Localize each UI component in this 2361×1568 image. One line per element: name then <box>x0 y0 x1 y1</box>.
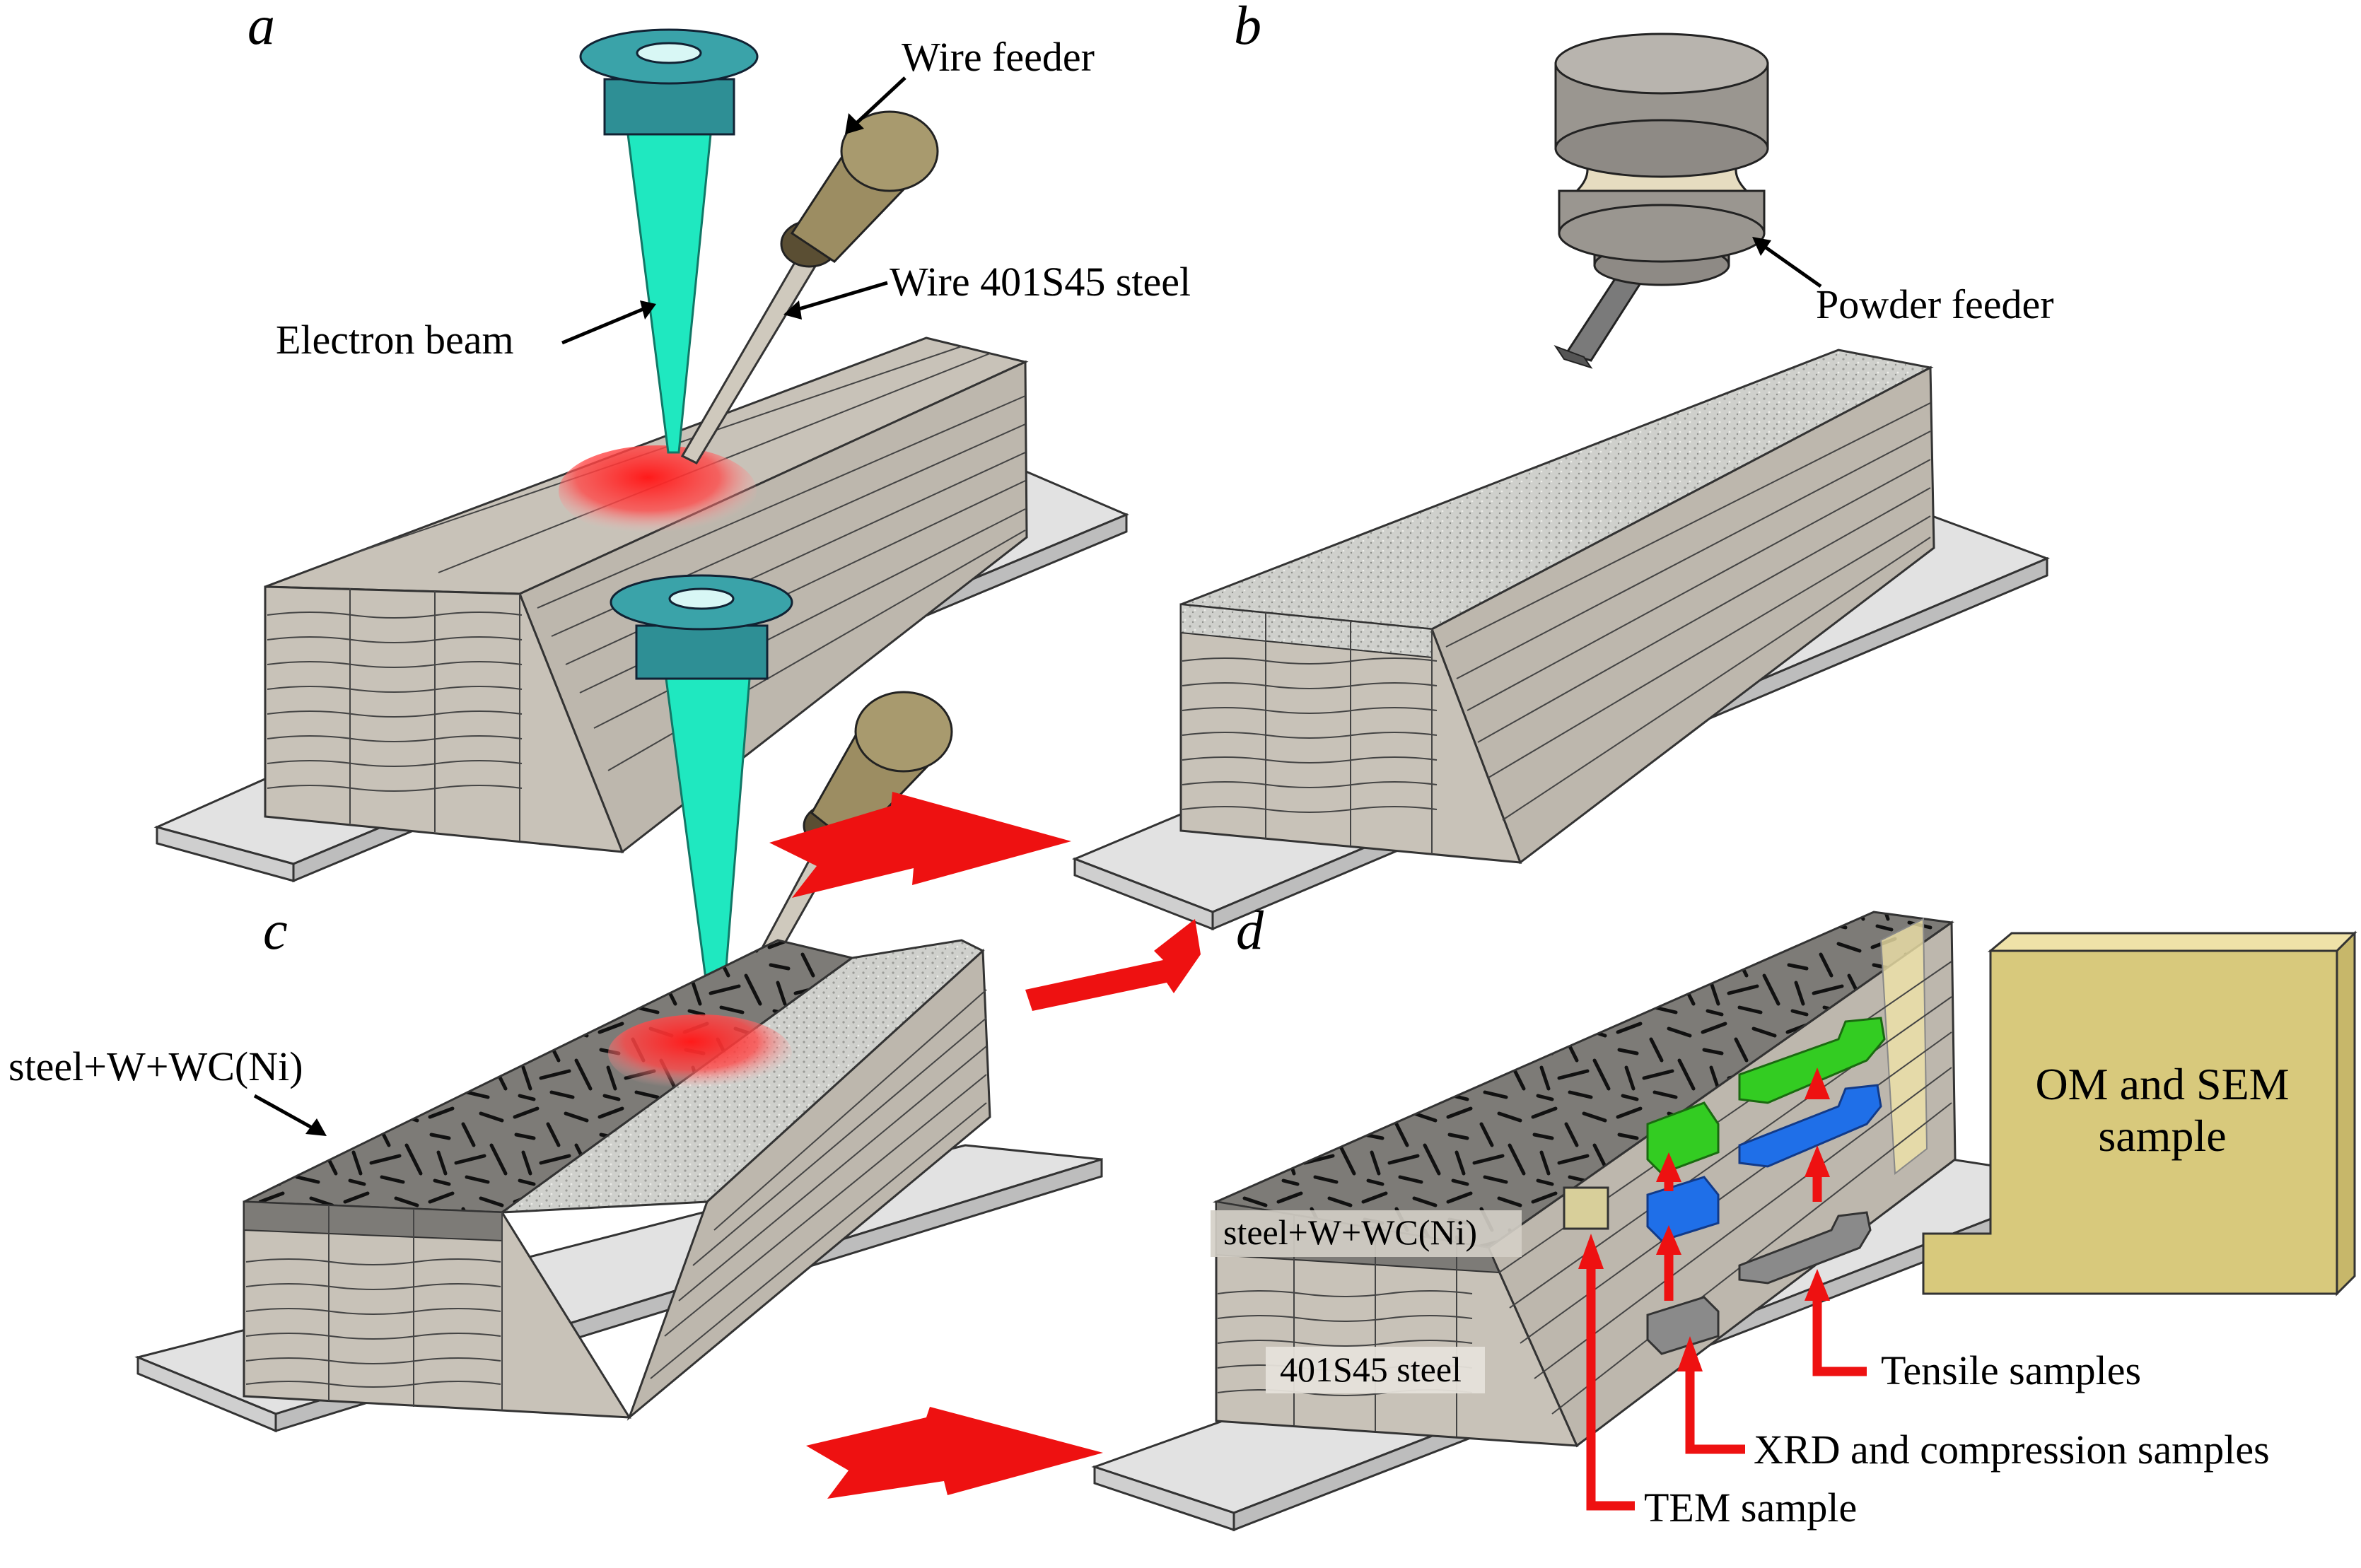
arrow-b-to-c <box>1025 919 1201 1011</box>
wire-feeder-label: Wire feeder <box>902 34 1095 80</box>
panel-letter-b: b <box>1234 0 1261 56</box>
panel-a: a Wire feeder Wire 401S45 steel Electron… <box>153 0 1191 883</box>
wire-feeder-a <box>780 110 939 268</box>
electron-beam-label: Electron beam <box>276 317 514 363</box>
panel-letter-d: d <box>1236 899 1264 961</box>
powder-feeder <box>1553 33 1769 369</box>
composite-label-d: steel+W+WC(Ni) <box>1223 1212 1477 1252</box>
xrd-callout-line <box>1685 1364 1745 1454</box>
xrd-label: XRD and compression samples <box>1754 1427 2270 1473</box>
panel-letter-c: c <box>263 899 288 961</box>
electron-beam-a <box>626 133 712 454</box>
panel-c: c steel+W+WC(Ni) <box>8 899 1103 1433</box>
electron-beam-arrow-head <box>640 300 656 320</box>
arrow-c-to-d <box>806 1407 1103 1499</box>
layer-lines-c <box>245 989 987 1410</box>
powder-feeder-label: Powder feeder <box>1816 281 2054 327</box>
composite-label-c: steel+W+WC(Ni) <box>8 1043 303 1089</box>
xrd-sample-blue <box>1646 1176 1720 1242</box>
composite-arrow-head-c <box>305 1118 327 1136</box>
tensile-label: Tensile samples <box>1881 1347 2141 1393</box>
samples-d <box>1563 1017 1886 1355</box>
tensile-sample-blue <box>1738 1084 1882 1168</box>
deposit-side-c <box>626 948 991 1421</box>
arrow-a-to-b <box>769 792 1071 898</box>
xrd-sample-gray <box>1646 1296 1720 1355</box>
sample-callouts <box>1586 1170 1867 1511</box>
tem-callout-line <box>1586 1258 1635 1511</box>
composite-arrow-c <box>253 1094 320 1133</box>
flow-arrows <box>769 792 1201 1499</box>
powder-feeder-arrow-head <box>1752 237 1771 256</box>
electron-beam-arrow <box>561 305 648 345</box>
nozzle-bore-a <box>636 42 702 64</box>
tensile-sample-green <box>1738 1017 1886 1104</box>
steel-label-box <box>1266 1347 1485 1393</box>
om-sem-label-line2: sample <box>2098 1111 2226 1161</box>
melt-pool-a <box>559 445 757 537</box>
tensile-sample-gray <box>1738 1211 1872 1285</box>
tem-sample <box>1563 1186 1609 1230</box>
nozzle-body-c <box>635 624 769 680</box>
tem-label: TEM sample <box>1644 1485 1857 1531</box>
wire-arrow-head <box>783 300 802 320</box>
om-sem-sample <box>1922 930 2357 1297</box>
slice-plane-d <box>1879 918 1928 1175</box>
powder-feeder-arrow <box>1759 242 1822 288</box>
layer-lines-b <box>1182 402 1931 854</box>
steel-label-d: 401S45 steel <box>1280 1350 1462 1389</box>
sample-callout-heads <box>1578 1067 1830 1371</box>
panel-letter-a: a <box>247 0 275 56</box>
nozzle-body-a <box>603 78 735 136</box>
wire-feeder-arrow <box>851 76 906 129</box>
melt-pool-c <box>608 1014 792 1092</box>
wire-arrow <box>791 281 888 313</box>
panel-d: OM and SEM sample steel+W+WC(Ni) 401S45 … <box>1091 899 2357 1532</box>
nozzle-bore-c <box>668 587 735 610</box>
om-sem-label-line1: OM and SEM <box>2035 1059 2289 1109</box>
xrd-sample-green <box>1646 1101 1720 1175</box>
wire-label: Wire 401S45 steel <box>890 259 1191 305</box>
panel-b: b Powder feeder <box>1071 0 2054 931</box>
tensile-callout-line <box>1812 1294 1867 1376</box>
composite-label-box <box>1211 1210 1522 1257</box>
wire-feeder-arrow-head <box>845 113 864 134</box>
